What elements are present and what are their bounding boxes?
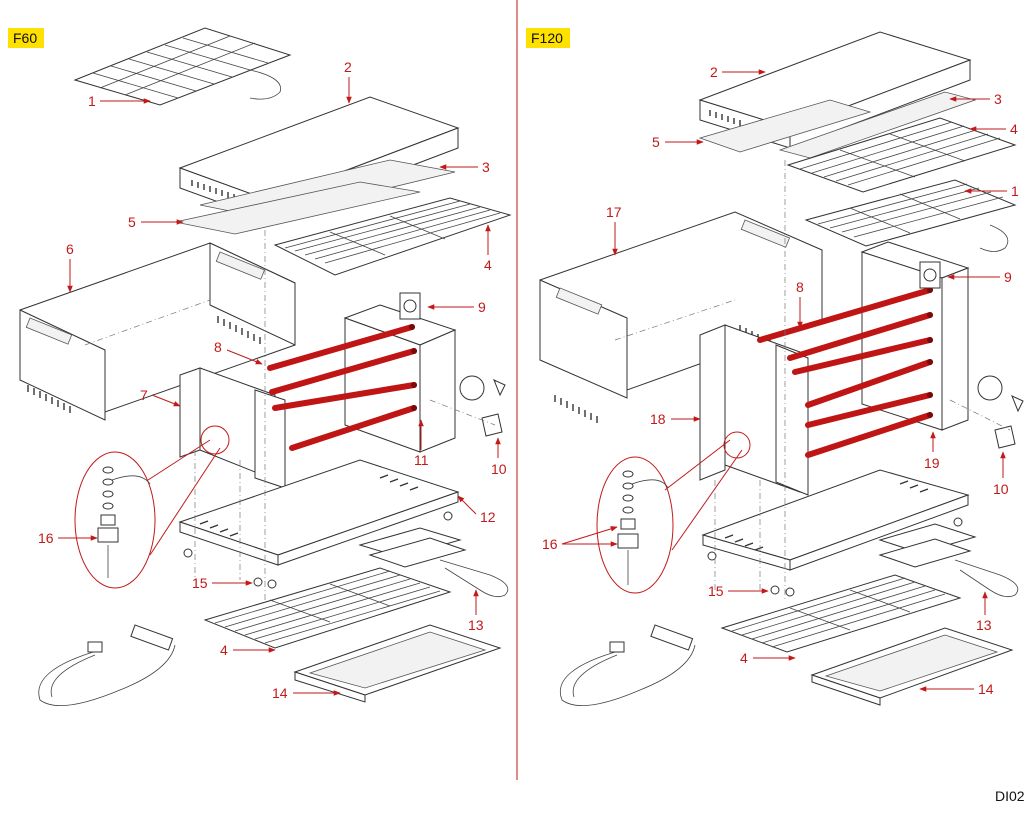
callouts-f60: 1 2 3 4 5 6 7 8 9 10 11 12 13 1 <box>38 59 507 701</box>
part-rear-bracket <box>860 241 970 431</box>
detail-fixings <box>596 431 751 594</box>
detail-fixings <box>74 425 230 589</box>
part-base-tray <box>701 469 970 571</box>
part-front-bracket <box>699 324 809 496</box>
part-cabinet-shell <box>539 211 823 423</box>
model-badge-f60 <box>8 28 44 48</box>
part-fan-motor <box>919 261 941 289</box>
part-switch <box>459 375 506 437</box>
part-power-cord <box>38 624 176 706</box>
callout-f60-5: 5 <box>128 214 136 230</box>
part-heating-rods <box>757 287 933 458</box>
callout-f120-1: 1 <box>1011 183 1019 199</box>
callouts-f120: 2 3 4 5 1 17 8 9 18 19 10 16 15 <box>542 64 1019 697</box>
part-upper-rack <box>786 117 1017 193</box>
callout-f60-10: 10 <box>491 461 507 477</box>
part-top-cover <box>698 31 972 149</box>
callout-f120-19: 19 <box>924 455 940 471</box>
part-left-bracket <box>179 367 286 489</box>
callout-f120-15: 15 <box>708 583 724 599</box>
callout-f60-13: 13 <box>468 617 484 633</box>
callout-f60-12: 12 <box>480 509 496 525</box>
callout-f120-4-top: 4 <box>1010 121 1018 137</box>
part-top-grill <box>73 27 292 106</box>
callout-f60-11: 11 <box>414 452 429 468</box>
model-label-f60: F60 <box>13 30 37 46</box>
callout-f120-2: 2 <box>710 64 718 80</box>
part-plate <box>698 99 872 153</box>
callout-f60-7: 7 <box>140 387 148 403</box>
assembly-guidelines <box>614 160 1011 600</box>
part-lower-rack <box>720 574 962 653</box>
callout-f120-4-bottom: 4 <box>740 650 748 666</box>
callout-f60-2: 2 <box>344 59 352 75</box>
part-toast-basket <box>358 527 509 598</box>
callout-f60-15: 15 <box>192 575 208 591</box>
drawing-code: DI02 <box>995 788 1025 804</box>
callout-f120-16: 16 <box>542 536 558 552</box>
callout-f60-4-top: 4 <box>484 257 492 273</box>
callout-f60-14: 14 <box>272 685 288 701</box>
callout-f120-9: 9 <box>1004 269 1012 285</box>
part-fan-motor <box>399 292 421 320</box>
callout-f120-8: 8 <box>796 279 804 295</box>
callout-f60-3: 3 <box>482 159 490 175</box>
part-crumb-tray <box>293 624 502 703</box>
callout-f120-13: 13 <box>976 617 992 633</box>
callout-f60-6: 6 <box>66 241 74 257</box>
callout-f120-14: 14 <box>978 681 994 697</box>
part-feet <box>183 511 453 589</box>
assembly-guidelines <box>84 230 496 600</box>
part-top-grill <box>804 179 1017 252</box>
callout-f60-9: 9 <box>478 299 486 315</box>
part-cabinet-shell <box>19 242 296 421</box>
part-upper-rack <box>273 197 512 276</box>
callout-f60-8: 8 <box>214 339 222 355</box>
callout-f60-1: 1 <box>88 93 96 109</box>
part-toast-basket <box>878 523 1019 598</box>
part-feet <box>707 517 963 597</box>
panel-f60: F60 <box>8 27 512 706</box>
part-base-tray <box>178 459 460 566</box>
part-crumb-tray <box>810 627 1014 706</box>
part-rear-bracket <box>343 304 457 453</box>
callout-f120-17: 17 <box>606 204 622 220</box>
model-badge-f120 <box>526 28 570 48</box>
callout-f60-4-bottom: 4 <box>220 642 228 658</box>
part-heating-rods <box>267 324 417 451</box>
callout-f120-5: 5 <box>652 134 660 150</box>
panel-f120: F120 <box>526 28 1024 706</box>
part-switch <box>977 375 1024 449</box>
part-plate <box>174 181 421 235</box>
part-lower-rack <box>203 567 452 649</box>
callout-f120-3: 3 <box>994 91 1002 107</box>
callout-f120-18: 18 <box>650 411 666 427</box>
model-label-f120: F120 <box>531 30 563 46</box>
part-reflector <box>778 91 977 159</box>
callout-f120-10: 10 <box>993 481 1009 497</box>
part-power-cord <box>560 624 696 706</box>
callout-f60-16: 16 <box>38 530 54 546</box>
